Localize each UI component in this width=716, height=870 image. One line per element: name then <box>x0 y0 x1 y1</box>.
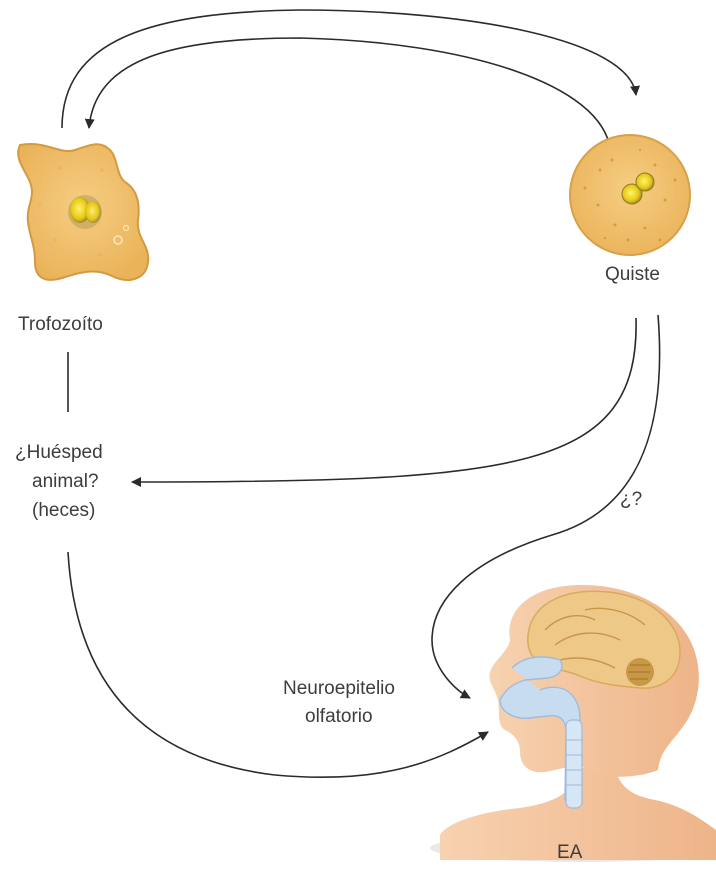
trophozoite-label: Trofozoíto <box>18 312 103 338</box>
unknown-route-label: ¿? <box>620 487 642 513</box>
host-label-line3: (heces) <box>32 498 95 524</box>
human-head-figure <box>430 585 716 862</box>
neuroepithelium-label-line1: Neuroepitelio <box>283 676 395 702</box>
host-label-line2: animal? <box>32 469 99 495</box>
arrow-cyst-to-trophozoite <box>89 38 610 148</box>
trophozoite-cell <box>18 144 148 280</box>
neuroepithelium-label-line2: olfatorio <box>305 704 373 730</box>
arrow-trophozoite-to-cyst <box>62 10 636 128</box>
cyst-label: Quiste <box>605 262 660 288</box>
arrow-cyst-to-host <box>132 318 636 482</box>
cyst-cell <box>570 135 690 255</box>
host-label-line1: ¿Huésped <box>15 440 103 466</box>
arrow-host-to-human <box>68 552 488 777</box>
human-label: EA <box>557 840 582 866</box>
